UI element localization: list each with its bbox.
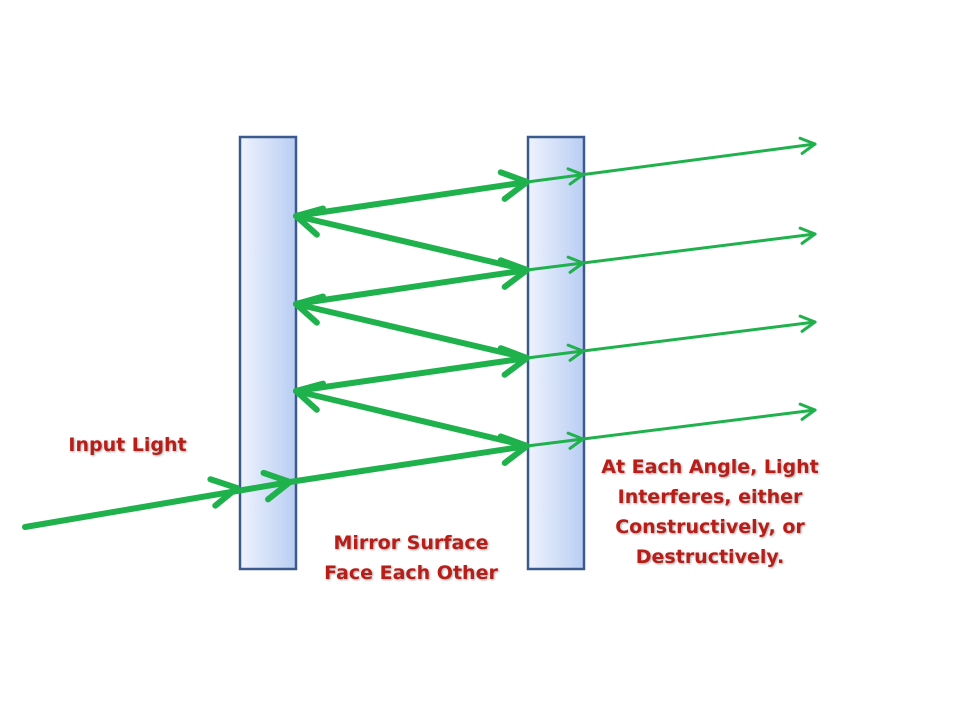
reflection-3-line bbox=[293, 355, 530, 394]
reflection-7-line bbox=[293, 179, 530, 219]
transmitted-beam-3-head bbox=[798, 226, 817, 245]
transmitted-beam-1-head bbox=[798, 402, 817, 421]
reflection-4-line bbox=[293, 301, 530, 361]
interference-line-3: Constructively, or bbox=[615, 516, 805, 538]
transmitted-beam-1-inner-head bbox=[566, 431, 585, 450]
transmitted-beam-2-head bbox=[798, 314, 817, 333]
transmitted-beam-2-inner-head bbox=[566, 343, 585, 362]
interference-line-1: At Each Angle, Light bbox=[601, 456, 819, 478]
input-light-label: Input Light bbox=[55, 430, 200, 460]
input-beam bbox=[22, 478, 299, 530]
transmitted-beam-2 bbox=[525, 320, 817, 360]
transmitted-beam-4-head bbox=[798, 136, 817, 155]
input-beam-arrowhead-2 bbox=[260, 469, 293, 503]
mirror-surface-label: Mirror Surface Face Each Other bbox=[300, 528, 522, 588]
reflection-5-line bbox=[293, 267, 530, 307]
transmitted-beam-4-inner-head bbox=[566, 167, 585, 186]
interference-line-4: Destructively. bbox=[635, 546, 785, 568]
input-light-text: Input Light bbox=[68, 434, 187, 456]
reflection-1-line bbox=[293, 443, 530, 484]
light-beams bbox=[22, 136, 817, 530]
transmitted-beam-3 bbox=[525, 232, 817, 272]
mirror-label-line-2: Face Each Other bbox=[324, 562, 498, 584]
reflection-6-line bbox=[293, 213, 530, 273]
transmitted-beam-4 bbox=[525, 142, 817, 184]
left-mirror-plate bbox=[238, 135, 298, 571]
interference-line-2: Interferes, either bbox=[617, 486, 803, 508]
transmitted-beam-1 bbox=[525, 408, 817, 448]
transmitted-beam-3-inner-head bbox=[566, 255, 585, 274]
input-beam-arrowhead-1 bbox=[207, 476, 240, 509]
interference-label: At Each Angle, Light Interferes, either … bbox=[585, 452, 835, 572]
reflection-2-line bbox=[293, 388, 530, 449]
mirror-label-line-1: Mirror Surface bbox=[333, 532, 489, 554]
